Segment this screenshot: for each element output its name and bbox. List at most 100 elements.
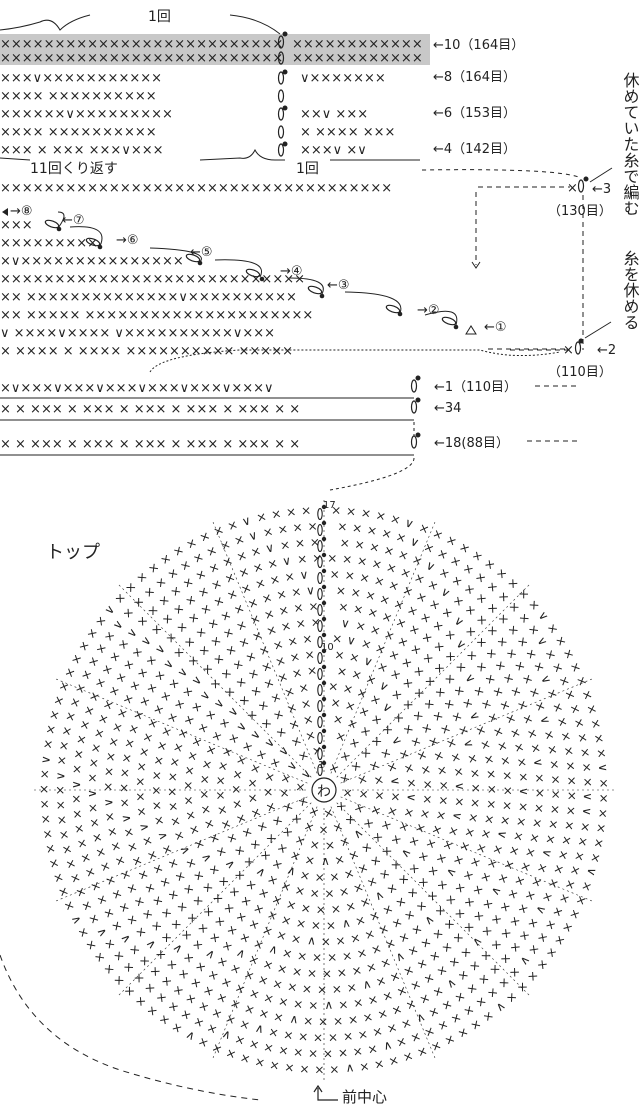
stitch-row-7-left: ×××× ×××××××××× — [0, 89, 157, 104]
crown-stitch: × — [399, 1016, 413, 1033]
crown-chain-stitch — [318, 525, 322, 536]
crown-stitch: × — [232, 532, 246, 549]
crown-stitch: × — [478, 738, 494, 752]
crown-stitch: × — [440, 838, 457, 853]
crown-stitch: × — [550, 904, 567, 919]
crown-stitch: × — [270, 506, 282, 522]
crown-stitch: × — [136, 746, 152, 759]
crown-stitch: ∨ — [388, 776, 403, 787]
crown-slip-dot — [322, 537, 326, 541]
crown-stitch: × — [388, 832, 405, 848]
crown-stitch: × — [270, 706, 286, 723]
stitch-row-5-right: × ×××× ××× — [300, 125, 395, 140]
crown-slip-dot — [322, 681, 326, 685]
crown-stitch: × — [170, 982, 186, 999]
round-10-label: 10 — [321, 642, 334, 653]
crown-stitch: × — [119, 752, 134, 764]
crown-stitch: × — [233, 1032, 247, 1048]
crown-stitch: ∨ — [211, 696, 227, 712]
crown-stitch: × — [133, 791, 147, 802]
step-row-6: ×∨××××××××××××××× — [0, 254, 184, 269]
crown-stitch: × — [117, 783, 131, 793]
crown-stitch: × — [194, 720, 211, 735]
crown-stitch: × — [579, 688, 596, 702]
crown-stitch: × — [313, 1031, 323, 1045]
crown-stitch: × — [336, 966, 347, 981]
crown-stitch: × — [414, 748, 431, 762]
crown-stitch: × — [162, 629, 179, 646]
crown-stitch: × — [149, 800, 164, 811]
crown-stitch: × — [102, 811, 117, 823]
step-row-3: ×× ××××× ××××××××××××××××××××× — [0, 308, 313, 323]
crown-stitch: ∨ — [380, 699, 395, 715]
crown-stitch: × — [247, 986, 261, 1002]
crown-stitch: × — [351, 963, 363, 979]
crown-stitch: × — [171, 869, 188, 885]
crown-stitch: × — [193, 566, 209, 583]
crown-stitch: × — [262, 1040, 275, 1056]
crown-stitch: × — [220, 624, 236, 641]
crown-chain-stitch — [318, 749, 322, 760]
crown-stitch: ∨ — [531, 757, 546, 768]
crown-stitch: × — [338, 600, 349, 615]
start-triangle — [2, 208, 8, 216]
crown-stitch: × — [184, 910, 201, 927]
repeat-bracket-right — [230, 15, 280, 34]
crown-stitch: ∨ — [584, 866, 600, 878]
crown-stitch: ∨ — [538, 672, 554, 686]
crown-stitch: × — [437, 565, 453, 582]
crown-stitch: × — [298, 1030, 309, 1045]
crown-stitch: ∨ — [488, 884, 505, 899]
crown-stitch: × — [408, 734, 425, 749]
crown-stitch: × — [139, 834, 155, 848]
crown-stitch: × — [228, 961, 243, 978]
crown-stitch: × — [134, 761, 149, 773]
crown-stitch: ∨ — [102, 602, 118, 618]
crown-stitch: ∨ — [152, 641, 168, 657]
crown-stitch: × — [351, 521, 363, 536]
crown-stitch: × — [248, 611, 263, 628]
crown-stitch: × — [255, 697, 271, 714]
crown-stitch: × — [210, 1040, 225, 1057]
crown-stitch: × — [88, 742, 104, 754]
crown-stitch: × — [478, 696, 495, 711]
crown-stitch: × — [67, 695, 84, 709]
crown-stitch: × — [505, 886, 522, 902]
crown-stitch: × — [436, 795, 451, 806]
crown-stitch: × — [435, 764, 451, 776]
crown-stitch: × — [56, 740, 71, 752]
crown-stitch: × — [488, 911, 505, 927]
crown-stitch: × — [478, 827, 494, 840]
crown-stitch: × — [512, 873, 529, 888]
crown-stitch: × — [459, 695, 476, 711]
crown-stitch: × — [575, 731, 591, 744]
crown-chain-stitch — [318, 733, 322, 744]
crown-stitch: × — [230, 768, 245, 780]
crown-stitch: × — [223, 830, 240, 845]
crown-stitch: × — [182, 765, 197, 777]
crown-stitch: × — [74, 925, 91, 941]
repeat-bracket-left — [0, 15, 90, 30]
crown-stitch: × — [290, 584, 302, 599]
crown-stitch: × — [596, 808, 611, 819]
crown-stitch: × — [465, 752, 481, 765]
crown-stitch: × — [297, 680, 310, 696]
crown-stitch: ∨ — [362, 653, 375, 669]
crown-stitch: × — [344, 568, 356, 583]
crown-stitch: × — [294, 794, 311, 810]
crown-stitch: × — [158, 724, 175, 738]
crown-stitch: × — [86, 689, 103, 704]
crown-stitch: × — [563, 760, 578, 771]
crown-stitch: × — [414, 956, 430, 973]
crown-stitch: × — [591, 732, 607, 745]
crown-stitch: × — [451, 766, 466, 778]
crown-stitch: ∨ — [38, 755, 53, 765]
crown-stitch: × — [508, 684, 525, 699]
crown-stitch: × — [293, 1045, 304, 1060]
crown-stitch: × — [285, 897, 298, 913]
crown-stitch: × — [339, 535, 350, 550]
crown-slip-dot — [322, 585, 326, 589]
crown-stitch: × — [462, 826, 478, 839]
crown-stitch: ∨ — [53, 771, 67, 781]
crown-stitch: × — [225, 586, 240, 603]
